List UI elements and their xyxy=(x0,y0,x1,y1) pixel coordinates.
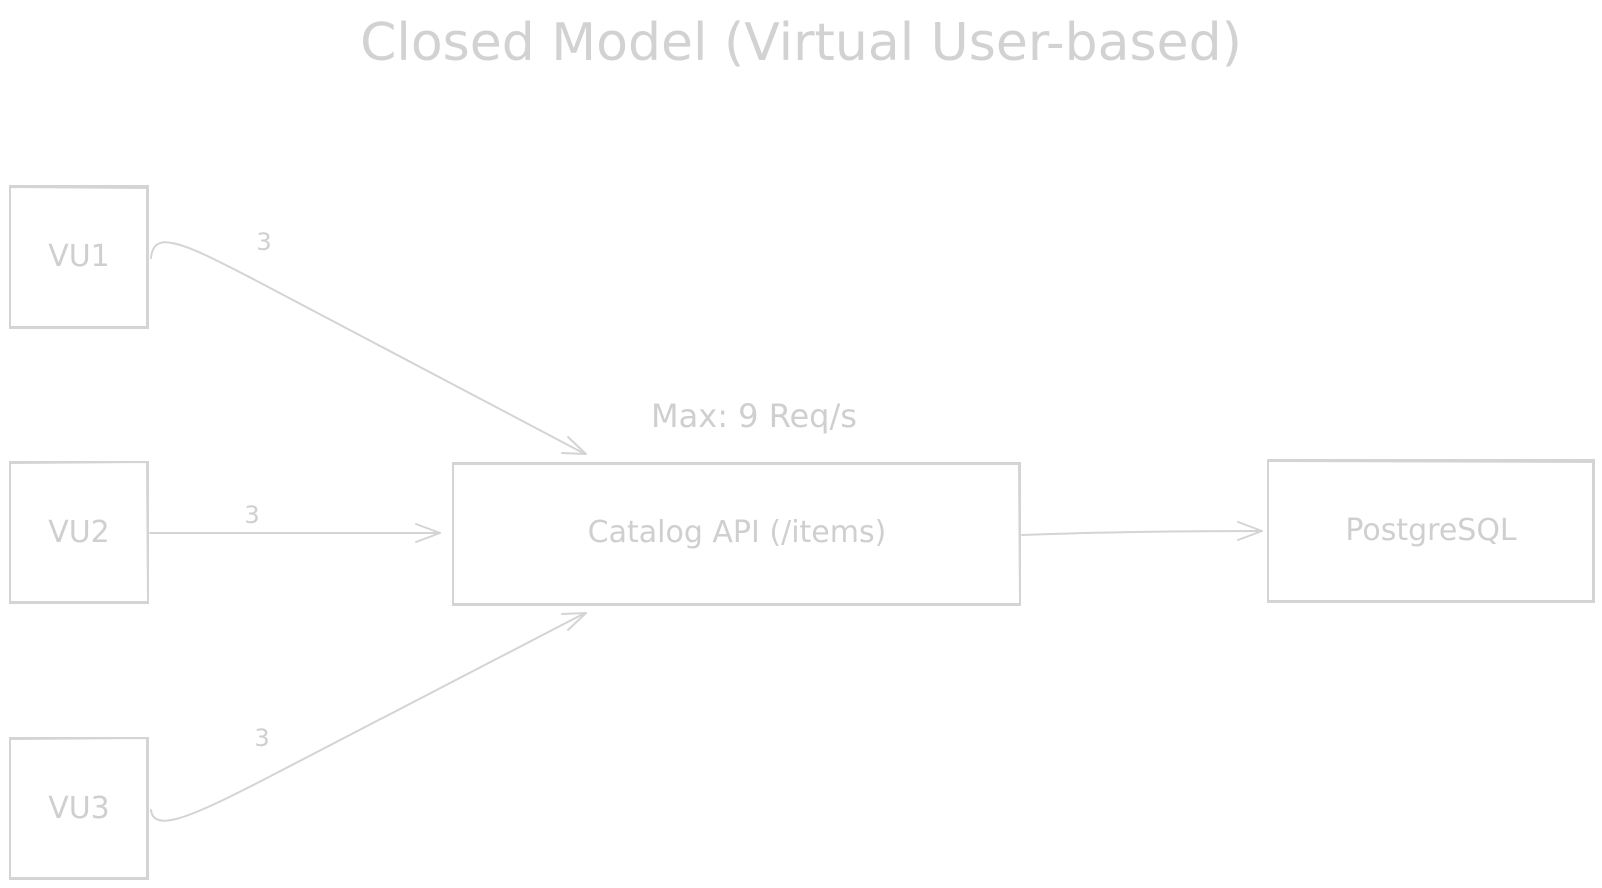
postgres-node: PostgreSQL xyxy=(1267,459,1595,603)
vu2-node: VU2 xyxy=(9,460,150,604)
api-node: Catalog API (/items) xyxy=(452,462,1022,606)
edge-vu1-label: 3 xyxy=(256,228,271,256)
edge-vu3-label: 3 xyxy=(254,724,269,752)
edge-api-to-postgres xyxy=(1021,521,1263,541)
vu2-label: VU2 xyxy=(48,515,110,550)
edge-vu2-label: 3 xyxy=(244,501,259,529)
vu1-node: VU1 xyxy=(9,185,149,329)
edge-vu1-to-api: 3 xyxy=(150,228,587,455)
vu3-node: VU3 xyxy=(9,736,149,880)
edge-vu2-to-api: 3 xyxy=(149,501,441,543)
diagram-title: Closed Model (Virtual User-based) xyxy=(360,13,1242,73)
api-label: Catalog API (/items) xyxy=(588,515,887,550)
postgres-label: PostgreSQL xyxy=(1345,513,1517,548)
vu1-label: VU1 xyxy=(48,239,110,274)
edge-vu3-to-api: 3 xyxy=(150,612,587,822)
capacity-label: Max: 9 Req/s xyxy=(651,397,857,435)
vu3-label: VU3 xyxy=(48,791,110,826)
